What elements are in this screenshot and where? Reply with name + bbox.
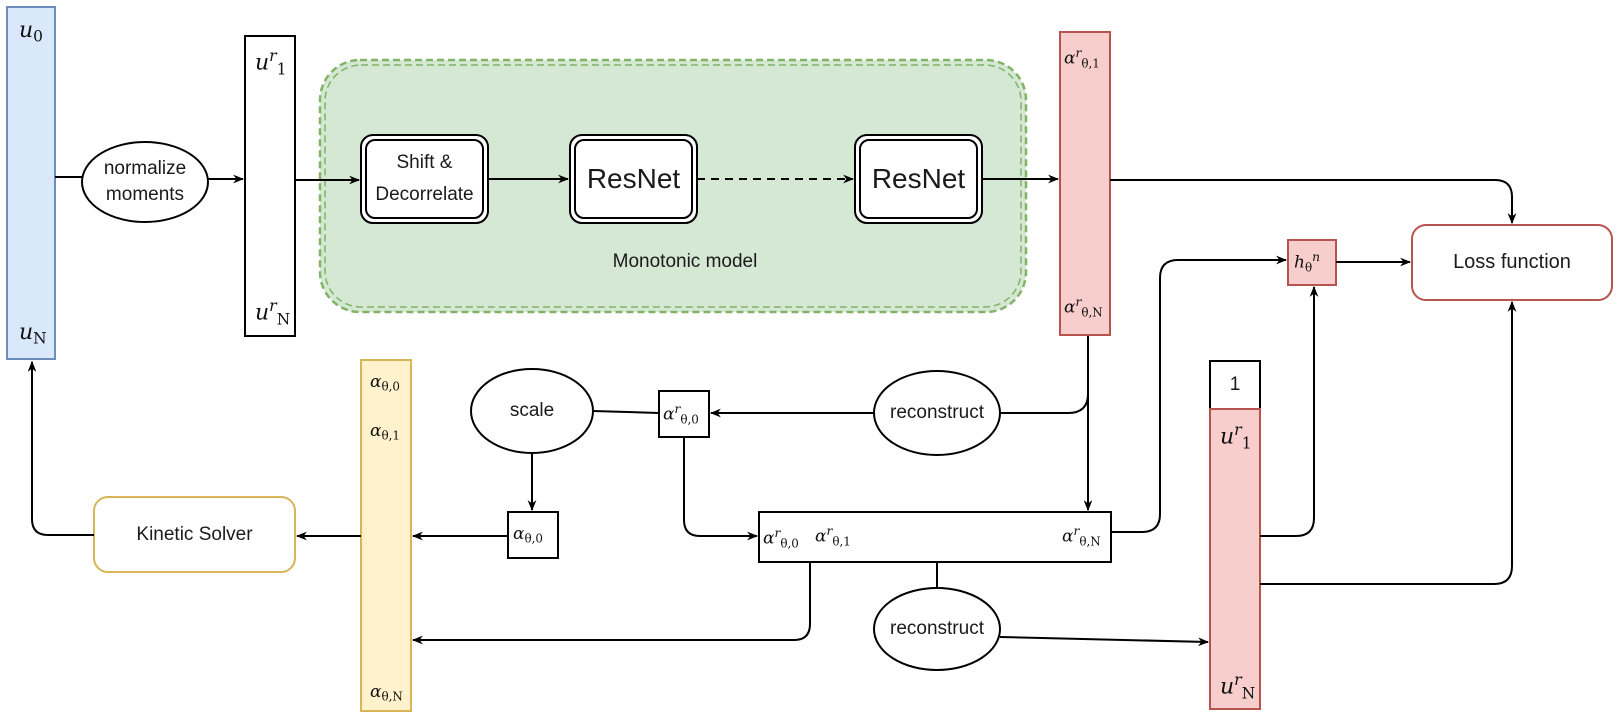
shift-decorrelate-label: Shift & Decorrelate (375, 151, 474, 205)
u0-symbol: u0 (19, 18, 43, 46)
monotonic-model-label: Monotonic model (612, 251, 758, 273)
loss-function-label: Loss function (1453, 251, 1571, 273)
alpha-r-row (758, 511, 1112, 563)
ur-red-N-symbol: urN (1220, 670, 1256, 703)
alpha-r-vector (1059, 31, 1111, 336)
alpha-theta0-box-symbol: αθ,0 (513, 524, 543, 546)
kinetic-solver-label: Kinetic Solver (136, 523, 253, 545)
h-theta-node (1287, 239, 1337, 286)
edge-scale-alphar0 (592, 410, 660, 414)
scale-label: scale (509, 400, 555, 422)
resnet-2-label: ResNet (871, 163, 966, 195)
h-theta-symbol: hθn (1294, 250, 1321, 275)
reconstruct-top-label: reconstruct (890, 402, 984, 424)
edge-alpha-reconstruct (1000, 336, 1089, 414)
normalize-moments-label: normalize moments (103, 158, 187, 205)
alpha-r-theta0-box (658, 390, 710, 438)
row-alpha-r-theta1-symbol: αrθ,1 (815, 524, 851, 549)
alpha-theta0-symbol: αθ,0 (370, 372, 400, 394)
ur-red-1-symbol: ur1 (1220, 420, 1252, 453)
normalize-moments-node (81, 141, 209, 223)
edge-reconstruct-ur (999, 636, 1210, 647)
edge-row-h (1111, 255, 1288, 533)
alpha-r-thetaN-symbol: αrθ,N (1064, 295, 1103, 320)
alpha-vector (360, 359, 412, 712)
uN-symbol: uN (19, 320, 47, 348)
edge-row-vector (411, 562, 811, 645)
row-alpha-r-theta0-symbol: αrθ,0 (763, 526, 799, 551)
edge-alphar0-row (683, 437, 759, 541)
alpha-r-theta1-symbol: αrθ,1 (1064, 46, 1100, 71)
resnet-1-label: ResNet (586, 163, 681, 195)
edge-alpha-loss (1110, 179, 1517, 225)
u-vector (6, 6, 56, 360)
alpha-theta1-symbol: αθ,1 (370, 421, 400, 443)
row-alpha-r-thetaN-symbol: αrθ,N (1062, 524, 1101, 549)
edge-ur-h (1260, 285, 1319, 537)
one-cell-label: 1 (1229, 374, 1241, 396)
ur-vector (244, 35, 296, 337)
edge-ur-loss (1260, 300, 1517, 585)
loss-function-node (1411, 224, 1613, 301)
reconstruct-bottom-label: reconstruct (890, 618, 984, 640)
ur-red-vector (1209, 408, 1261, 710)
urN-symbol: urN (255, 296, 291, 329)
edge-kinetic-u (27, 360, 94, 536)
alpha-thetaN-symbol: αθ,N (370, 682, 403, 704)
ur1-symbol: ur1 (255, 46, 287, 79)
alpha-r-theta0-box-symbol: αrθ,0 (663, 402, 699, 427)
